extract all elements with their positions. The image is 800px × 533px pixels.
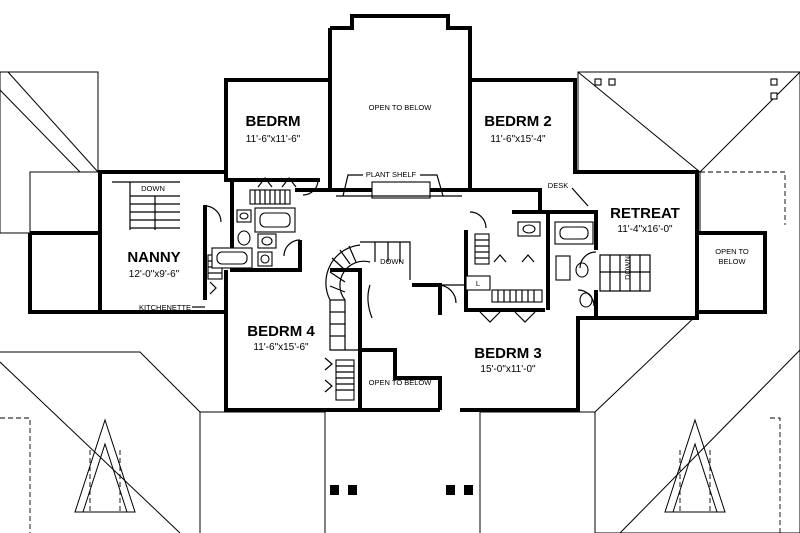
note-kitchenette: KITCHENETTE <box>139 303 191 312</box>
note-down-right: DOWN <box>623 256 632 280</box>
dormer-right <box>664 418 726 513</box>
note-desk: DESK <box>548 181 568 190</box>
room-name-bedrm1: BEDRM <box>246 113 301 130</box>
room-dims-bedrm1: 11'-6"x11'-6" <box>246 134 301 145</box>
room-labels: BEDRM 11'-6"x11'-6" BEDRM 2 11'-6"x15'-4… <box>127 113 680 375</box>
note-down-left: DOWN <box>141 184 165 193</box>
exterior-walls <box>28 14 767 412</box>
note-plant-shelf: PLANT SHELF <box>366 170 417 179</box>
stair-nanny <box>112 181 180 230</box>
note-open-top: OPEN TO BELOW <box>369 103 433 112</box>
room-dims-nanny: 12'-0"x9'-6" <box>129 269 180 280</box>
stair-curved <box>325 241 411 351</box>
room-name-bedrm3: BEDRM 3 <box>474 345 542 362</box>
room-dims-retreat: 11'-4"x16'-0" <box>617 224 673 235</box>
roof-left <box>0 71 201 533</box>
bath-fixtures <box>211 207 594 308</box>
room-dims-bedrm2: 11'-6"x15'-4" <box>490 134 546 145</box>
room-dims-bedrm4: 11'-6"x15'-6" <box>253 342 309 353</box>
note-linen: L <box>476 279 480 288</box>
front-porch <box>200 411 595 533</box>
doors <box>204 177 597 393</box>
room-name-bedrm4: BEDRM 4 <box>247 323 315 340</box>
plant-shelf <box>336 181 462 199</box>
stair-retreat <box>599 254 651 292</box>
room-name-nanny: NANNY <box>127 249 180 266</box>
note-down-center: DOWN <box>380 257 404 266</box>
room-name-bedrm2: BEDRM 2 <box>484 113 552 130</box>
note-open-bottom: OPEN TO BELOW <box>369 378 433 387</box>
note-open-right-2: BELOW <box>718 257 746 266</box>
dormer-left <box>74 418 136 513</box>
note-open-right-1: OPEN TO <box>715 247 749 256</box>
room-dims-bedrm3: 15'-0"x11'-0" <box>480 364 536 375</box>
room-name-retreat: RETREAT <box>610 205 680 222</box>
leaders <box>192 174 589 308</box>
note-labels: OPEN TO BELOW OPEN TO BELOW OPEN TO BELO… <box>139 103 749 387</box>
